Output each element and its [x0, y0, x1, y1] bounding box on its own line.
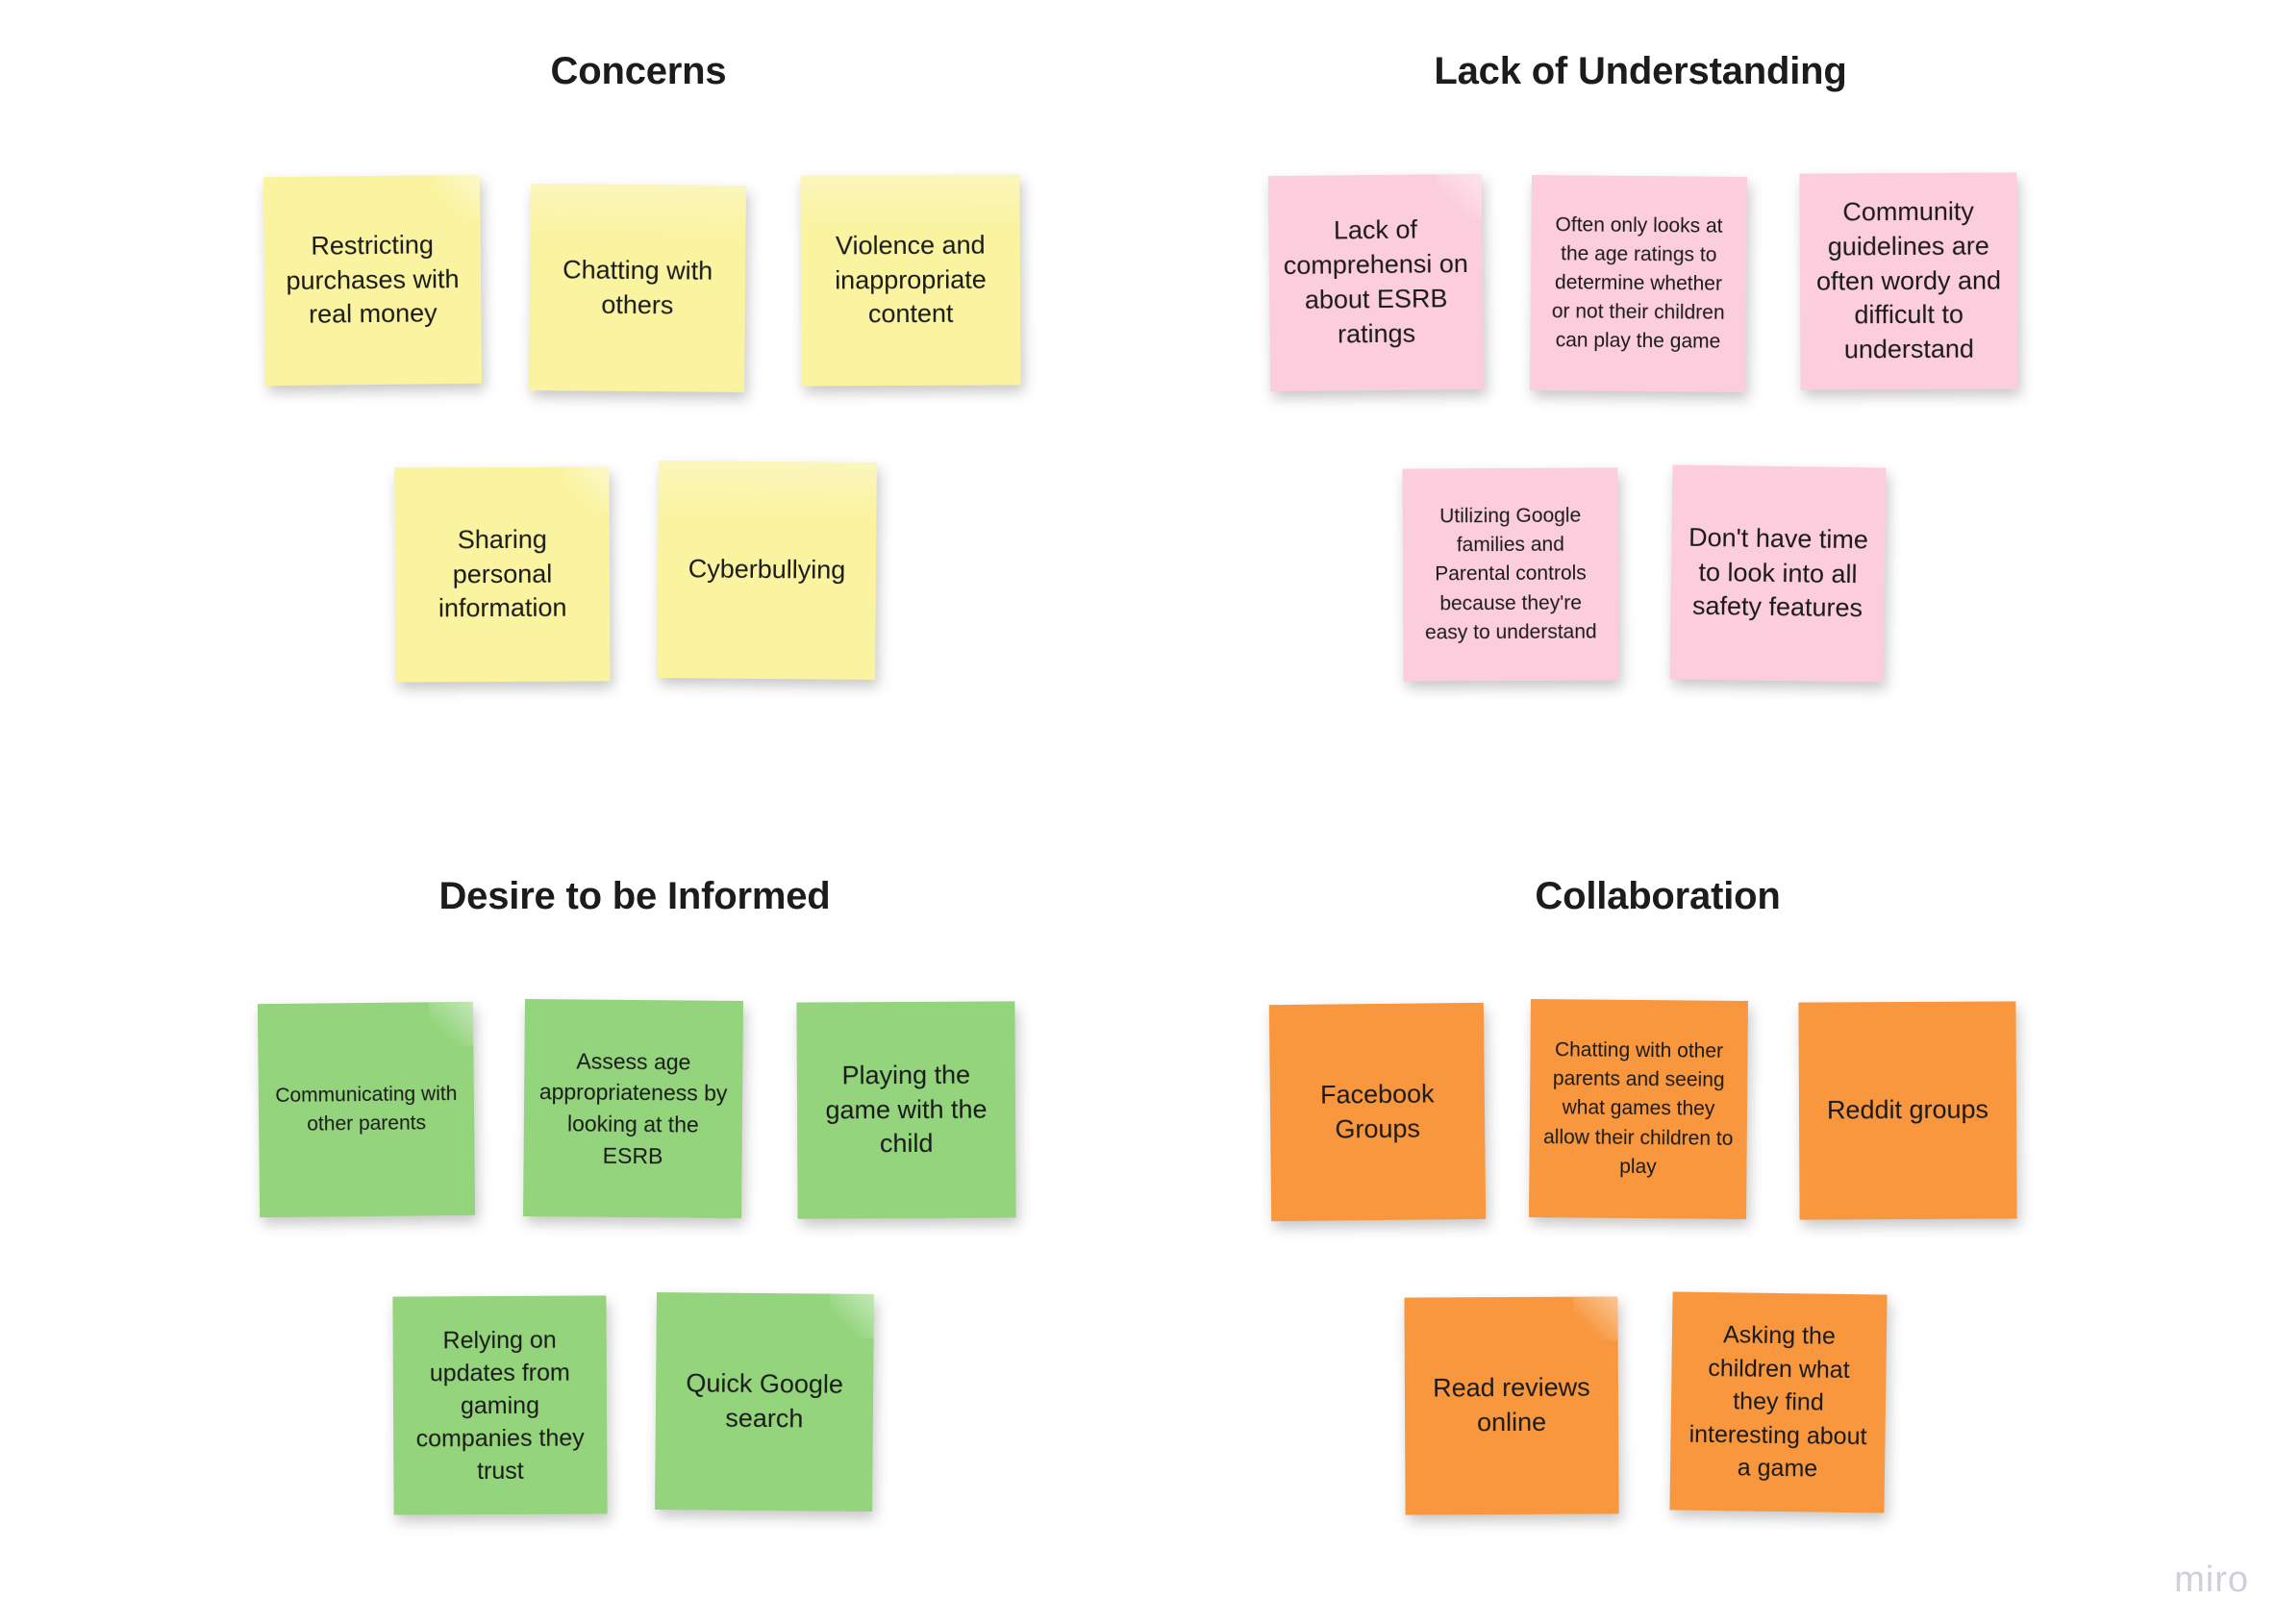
- sticky-note-text: Playing the game with the child: [825, 1060, 988, 1159]
- sticky-note[interactable]: Facebook Groups: [1268, 1002, 1487, 1222]
- sticky-note[interactable]: Playing the game with the child: [796, 1001, 1016, 1219]
- sticky-note[interactable]: Chatting with others: [529, 184, 746, 392]
- sticky-note[interactable]: Relying on updates from gaming companies…: [392, 1295, 608, 1515]
- sticky-note[interactable]: Community guidelines are often wordy and…: [1799, 172, 2018, 390]
- sticky-note-text: Communicating with other parents: [275, 1082, 458, 1136]
- group-title-collaboration: Collaboration: [1535, 875, 1781, 917]
- sticky-note-text: Often only looks at the age ratings to d…: [1551, 213, 1725, 353]
- sticky-note-text: Cyberbullying: [688, 554, 846, 585]
- sticky-note-text: Quick Google search: [686, 1368, 844, 1434]
- sticky-note[interactable]: Utilizing Google families and Parental c…: [1402, 467, 1619, 682]
- sticky-note-text: Facebook Groups: [1319, 1078, 1435, 1143]
- sticky-note-text: Read reviews online: [1433, 1372, 1590, 1437]
- sticky-note-text: Chatting with others: [562, 254, 713, 319]
- sticky-note-text: Utilizing Google families and Parental c…: [1424, 504, 1597, 644]
- sticky-note-text: Restricting purchases with real money: [286, 229, 460, 330]
- sticky-note[interactable]: Lack of comprehensi on about ESRB rating…: [1267, 173, 1485, 392]
- sticky-note-text: Don't have time to look into all safety …: [1688, 522, 1869, 623]
- sticky-note[interactable]: Don't have time to look into all safety …: [1669, 464, 1887, 683]
- sticky-note-text: Lack of comprehensi on about ESRB rating…: [1283, 214, 1469, 349]
- sticky-note[interactable]: Reddit groups: [1798, 1001, 2017, 1220]
- sticky-note[interactable]: Chatting with other parents and seeing w…: [1529, 999, 1748, 1219]
- sticky-note-text: Sharing personal information: [438, 524, 567, 623]
- sticky-note[interactable]: Violence and inappropriate content: [800, 174, 1021, 387]
- miro-watermark: miro: [2174, 1560, 2249, 1600]
- sticky-note[interactable]: Read reviews online: [1404, 1296, 1619, 1515]
- sticky-note-text: Assess age appropriateness by looking at…: [538, 1048, 728, 1168]
- sticky-note-text: Chatting with other parents and seeing w…: [1543, 1038, 1734, 1179]
- sticky-note-text: Asking the children what they find inter…: [1688, 1321, 1867, 1483]
- group-title-lack-of-understanding: Lack of Understanding: [1434, 50, 1847, 92]
- sticky-note[interactable]: Restricting purchases with real money: [263, 174, 483, 387]
- group-title-concerns: Concerns: [550, 50, 727, 92]
- sticky-note-text: Reddit groups: [1826, 1094, 1989, 1125]
- sticky-note[interactable]: Quick Google search: [655, 1292, 874, 1512]
- sticky-note[interactable]: Assess age appropriateness by looking at…: [523, 999, 743, 1218]
- sticky-note-text: Community guidelines are often wordy and…: [1815, 196, 2002, 364]
- sticky-note[interactable]: Cyberbullying: [657, 461, 877, 680]
- sticky-note[interactable]: Sharing personal information: [394, 466, 611, 683]
- sticky-note[interactable]: Asking the children what they find inter…: [1669, 1291, 1888, 1513]
- group-title-desire-to-be-informed: Desire to be Informed: [438, 875, 831, 917]
- sticky-note[interactable]: Often only looks at the age ratings to d…: [1530, 175, 1747, 392]
- sticky-note[interactable]: Communicating with other parents: [257, 1001, 476, 1218]
- sticky-note-text: Violence and inappropriate content: [835, 230, 987, 329]
- sticky-note-text: Relying on updates from gaming companies…: [415, 1326, 585, 1485]
